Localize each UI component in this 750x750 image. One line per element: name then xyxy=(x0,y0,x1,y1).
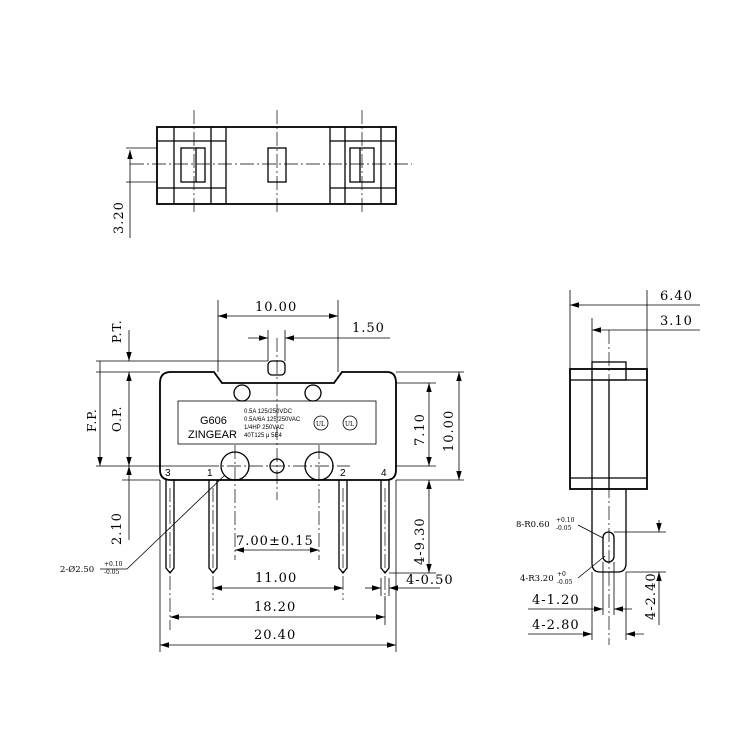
dim-4-2-80: 4-2.80 xyxy=(532,618,580,633)
dim-4-2-40: 4-2.40 xyxy=(644,572,659,620)
dim-4-9-30: 4-9.30 xyxy=(413,517,428,565)
top-view: 3.20 xyxy=(112,110,412,238)
callout-radius-tol-minus: -0.05 xyxy=(556,525,572,532)
dim-7-10: 7.10 xyxy=(413,413,428,446)
label-op: O.P. xyxy=(110,406,124,432)
pin-label-2: 2 xyxy=(340,468,346,479)
callout-hole-tol-minus: -0.05 xyxy=(104,569,120,576)
front-view: G606 ZINGEAR 0.5A 125/250VDC 0.5A/6A 125… xyxy=(60,300,464,652)
rating-line-2: 0.5A/6A 125/250VAC xyxy=(244,417,301,423)
svg-text:UL: UL xyxy=(316,421,325,428)
rating-line-1: 0.5A 125/250VDC xyxy=(244,409,293,415)
callout-slot-tol-plus: +0 xyxy=(557,571,566,578)
rating-line-3: 1/4HP 250VAC xyxy=(244,425,285,431)
dim-20-40: 20.40 xyxy=(254,628,296,643)
model-label: G606 xyxy=(200,415,227,427)
terminal-pins xyxy=(165,480,390,575)
pin-label-1: 1 xyxy=(207,468,213,479)
dim-1-50: 1.50 xyxy=(352,321,385,336)
label-fp: F.P. xyxy=(85,408,99,432)
pin-label-3: 3 xyxy=(165,468,171,479)
callout-radius: 8-R0.60 xyxy=(516,520,550,530)
dim-3-20: 3.20 xyxy=(112,201,127,234)
dim-11-00: 11.00 xyxy=(255,571,297,586)
svg-text:UL: UL xyxy=(345,421,354,428)
callout-hole-tol-plus: +0.10 xyxy=(104,561,123,568)
brand-label: ZINGEAR xyxy=(188,429,237,441)
label-pt: P.T. xyxy=(110,319,124,343)
callout-slot: 4-R3.20 xyxy=(520,574,554,584)
pin-label-4: 4 xyxy=(381,468,387,479)
callout-radius-tol-plus: +0.10 xyxy=(556,517,575,524)
dim-4-0-50: 4-0.50 xyxy=(406,573,454,588)
ul-mark-icon: UL UL xyxy=(313,415,358,431)
dim-3-10: 3.10 xyxy=(660,314,693,329)
dim-18-20: 18.20 xyxy=(254,600,296,615)
dim-2-10: 2.10 xyxy=(110,512,125,545)
side-view: 6.40 3.10 8-R0.60 +0.10 -0.05 4-R3.20 +0… xyxy=(516,289,700,645)
rating-line-4: 40T125 μ 5E4 xyxy=(244,433,282,439)
dim-7-00: 7.00±0.15 xyxy=(236,534,314,549)
dim-4-1-20: 4-1.20 xyxy=(532,593,580,608)
dim-10-00-top: 10.00 xyxy=(255,300,297,315)
callout-hole: 2-Ø2.50 xyxy=(60,564,94,575)
dim-6-40: 6.40 xyxy=(660,289,693,304)
dim-10-00-right: 10.00 xyxy=(442,410,457,452)
callout-slot-tol-minus: -0.05 xyxy=(557,579,573,586)
